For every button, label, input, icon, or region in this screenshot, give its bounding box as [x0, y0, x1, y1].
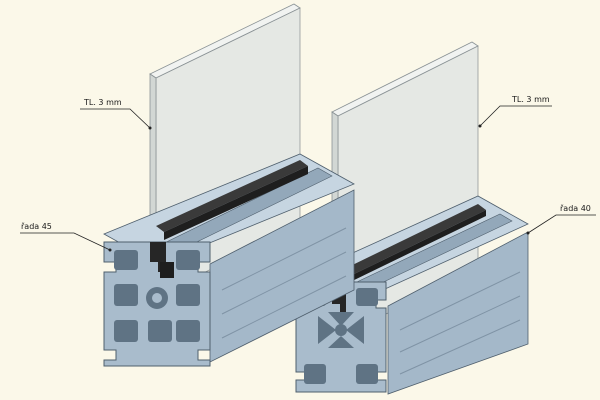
label-thickness-left: TL. 3 mm	[84, 98, 122, 107]
leader-series-40	[527, 214, 596, 234]
leader-lines	[20, 105, 596, 251]
leader-series-45	[20, 232, 111, 251]
profile-end-face-left	[103, 241, 211, 367]
profile-side-right	[387, 231, 529, 395]
leader-thickness-left	[80, 108, 151, 129]
label-thickness-right: TL. 3 mm	[512, 95, 550, 104]
label-series-40: řada 40	[560, 204, 591, 213]
leader-thickness-right	[479, 105, 552, 127]
gasket-left	[150, 160, 308, 278]
profile-series-45	[103, 3, 355, 367]
label-series-45: řada 45	[21, 222, 52, 231]
